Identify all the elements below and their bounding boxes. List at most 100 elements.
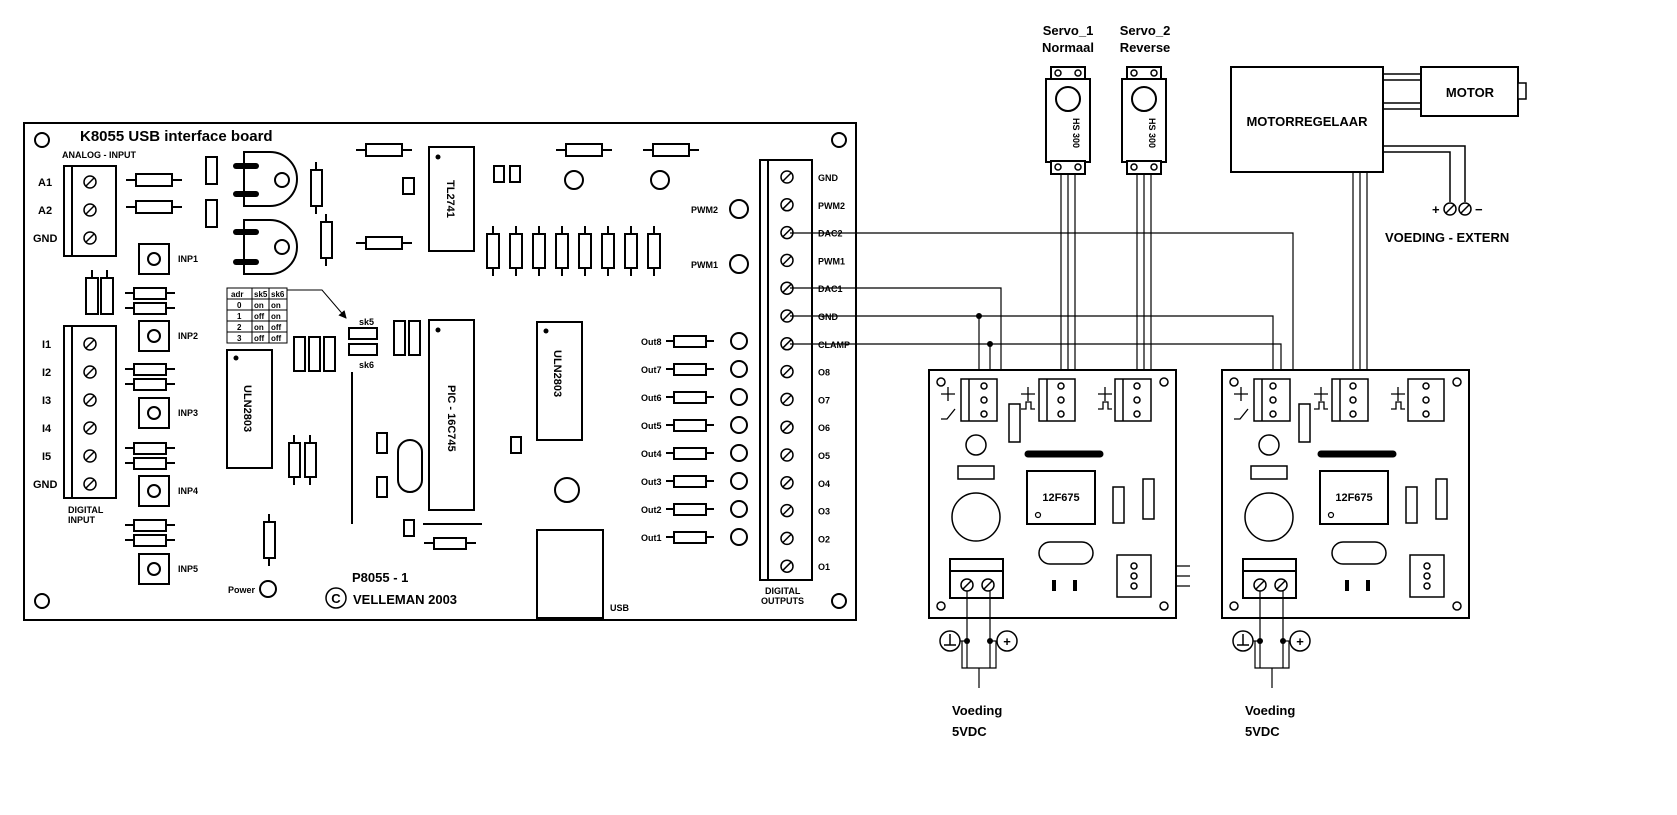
terminal-pin-label: O4 — [818, 479, 830, 489]
pwm-led-label: PWM1 — [691, 260, 718, 270]
servo-label: HS 300 — [1147, 118, 1157, 148]
terminal-pin-label: GND — [818, 312, 839, 322]
digital-outputs-label: OUTPUTS — [761, 596, 804, 606]
screw-terminal-icon — [780, 364, 794, 379]
digital-pin-label: I1 — [42, 339, 51, 351]
mounting-hole-icon — [831, 593, 847, 609]
ic-tl2741: TL2741 — [428, 146, 475, 252]
terminal-pin-label: O5 — [818, 451, 830, 461]
copyright-text: VELLEMAN 2003 — [353, 592, 457, 607]
terminal-pin-label: O8 — [818, 368, 830, 378]
motor: MOTOR — [1420, 66, 1527, 117]
servo-name: Servo_1 — [1043, 23, 1094, 38]
analog-pin-label: A1 — [38, 177, 52, 189]
svg-text:off: off — [254, 334, 265, 343]
module-supply-voltage: 5VDC — [952, 724, 987, 739]
module-chip-label: 12F675 — [1335, 492, 1372, 504]
inp-label: INP4 — [178, 486, 198, 496]
svg-text:ULN2803: ULN2803 — [241, 385, 253, 432]
module-chip-label: 12F675 — [1042, 492, 1079, 504]
servo-name: Servo_2 — [1120, 23, 1171, 38]
analog-input-header: ANALOG - INPUT — [62, 150, 136, 160]
screw-terminal-icon — [780, 170, 794, 184]
svg-text:0: 0 — [237, 301, 242, 310]
screw-terminal-icon — [780, 392, 794, 407]
copyright-symbol: C — [331, 591, 341, 606]
inp-label: INP3 — [178, 408, 198, 418]
screw-terminal-icon — [780, 198, 794, 212]
terminal-pin-label: CLAMP — [818, 340, 850, 350]
usb-label: USB — [610, 603, 630, 613]
ground-symbol-icon — [939, 630, 967, 652]
out-led-label: Out6 — [641, 393, 662, 403]
terminal-pin-label: PWM1 — [818, 256, 845, 266]
k8055-board: K8055 USB interface board ANALOG - INPUT… — [23, 122, 857, 621]
svg-text:on: on — [271, 301, 281, 310]
svg-text:on: on — [254, 301, 264, 310]
svg-text:+: + — [1296, 634, 1304, 649]
inp-label: INP2 — [178, 331, 198, 341]
pwm2-led-icon — [729, 199, 749, 219]
servo-1: Servo_1 Normaal HS 300 — [1042, 23, 1094, 175]
module-1-supply-wiring — [961, 591, 997, 688]
module-supply-label: Voeding — [1245, 703, 1295, 718]
svg-text:MOTORREGELAAR: MOTORREGELAAR — [1246, 114, 1368, 129]
pwm-led-label: PWM2 — [691, 205, 718, 215]
terminal-pin-label: DAC1 — [818, 284, 843, 294]
output-led-icons — [666, 332, 748, 546]
terminal-pin-label: O7 — [818, 395, 830, 405]
power-label: Power — [228, 585, 256, 595]
digital-outputs-label: DIGITAL — [765, 586, 801, 596]
usb-connector — [536, 529, 604, 619]
plus-symbol-icon: + — [990, 630, 1018, 652]
analog-pin-label: A2 — [38, 205, 52, 217]
external-supply-label: VOEDING - EXTERN — [1385, 230, 1509, 245]
terminal-pin-label: O1 — [818, 562, 830, 572]
svg-text:TL2741: TL2741 — [444, 180, 456, 218]
digital-screw-terminals — [83, 337, 97, 491]
digital-pin-label: I5 — [42, 451, 51, 463]
out-led-label: Out2 — [641, 505, 662, 515]
svg-text:2: 2 — [237, 323, 242, 332]
screw-terminal-icon — [780, 448, 794, 462]
digital-input-label: INPUT — [68, 515, 96, 525]
sk5-label: sk5 — [359, 317, 374, 327]
screw-terminal-icon — [780, 503, 794, 518]
analog-pin-label: GND — [33, 233, 58, 245]
board-title: K8055 USB interface board — [80, 128, 273, 145]
svg-text:+: + — [1003, 634, 1011, 649]
servo-label: HS 300 — [1071, 118, 1081, 148]
digital-pin-label: I4 — [42, 423, 52, 435]
module-2-supply-wiring — [1254, 591, 1290, 688]
inp-buttons — [138, 243, 170, 585]
terminal-pin-label: PWM2 — [818, 201, 845, 211]
digital-pin-label: I3 — [42, 395, 51, 407]
supply-plus: + — [1432, 202, 1440, 217]
servo-mode: Reverse — [1120, 40, 1171, 55]
screw-terminal-icon — [780, 559, 794, 573]
mounting-hole-icon — [831, 132, 847, 148]
svg-text:ULN2803: ULN2803 — [551, 350, 563, 397]
svg-text:PIC - 16C745: PIC - 16C745 — [445, 385, 457, 452]
terminal-pin-label: GND — [818, 173, 839, 183]
analog-screw-terminals — [83, 175, 97, 245]
digital-pin-label: GND — [33, 479, 58, 491]
mounting-hole-icon — [34, 593, 50, 609]
inp-label: INP1 — [178, 254, 198, 264]
svg-text:1: 1 — [237, 312, 242, 321]
inp-label: INP5 — [178, 564, 198, 574]
power-led-icon — [259, 580, 277, 598]
jumper-address-table: adr sk5 sk6 0 on on 1 off on 2 on off 3 … — [226, 287, 288, 344]
terminal-pin-label: O2 — [818, 534, 830, 544]
terminal-pin-label: O6 — [818, 423, 830, 433]
motor-controller: MOTORREGELAAR — [1230, 66, 1384, 173]
svg-text:3: 3 — [237, 334, 242, 343]
plus-symbol-icon: + — [1283, 630, 1311, 652]
digital-input-label: DIGITAL — [68, 505, 104, 515]
svg-text:off: off — [254, 312, 265, 321]
out-led-label: Out8 — [641, 337, 662, 347]
digital-pin-label: I2 — [42, 367, 51, 379]
pcb-id: P8055 - 1 — [352, 570, 408, 585]
out-led-label: Out1 — [641, 533, 662, 543]
